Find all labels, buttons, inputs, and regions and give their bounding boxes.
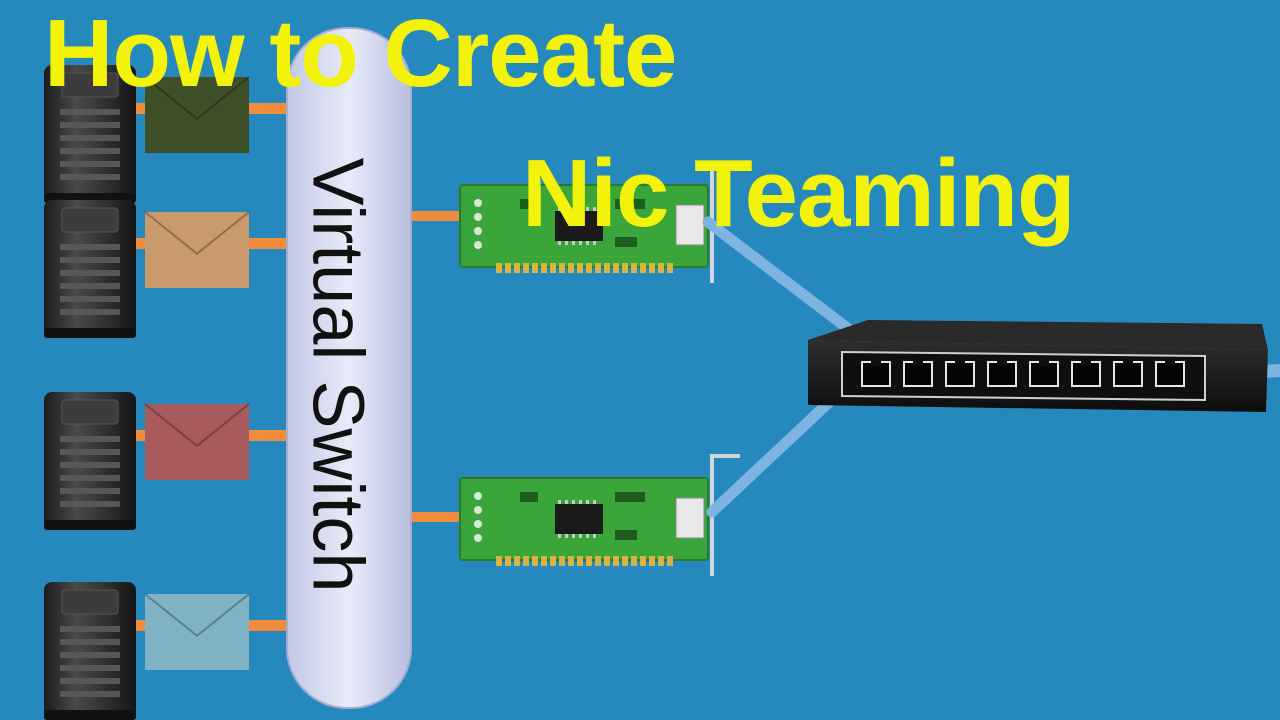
switch-port — [1113, 360, 1143, 387]
server-4-icon — [44, 582, 136, 720]
nic-1-card — [459, 161, 740, 283]
server-2-envelope-icon — [144, 211, 250, 288]
switch-port — [903, 360, 933, 387]
switch-port — [945, 360, 975, 387]
switch-port — [861, 360, 891, 387]
switch-ports — [861, 360, 1185, 387]
switch-port — [1071, 360, 1101, 387]
switch-port — [1029, 360, 1059, 387]
server-3-envelope-icon — [144, 403, 250, 480]
link-vswitch-nic-1 — [405, 211, 463, 221]
servers — [44, 65, 136, 720]
server-1-envelope-icon — [144, 76, 250, 153]
title-line-2: Nic Teaming — [522, 140, 1076, 247]
server-1-icon — [44, 65, 136, 203]
virtual-switch — [286, 27, 412, 709]
server-4-envelope-icon — [144, 593, 250, 670]
server-links — [130, 103, 290, 631]
switch-front-panel — [841, 350, 1206, 402]
switch-port — [1155, 360, 1185, 387]
switch-port — [987, 360, 1017, 387]
physical-switch — [808, 320, 1268, 412]
server-3-icon — [44, 392, 136, 530]
title-line-1: How to Create — [44, 0, 677, 107]
link-vswitch-nic-2 — [405, 512, 463, 522]
server-2-icon — [44, 200, 136, 338]
nic-cards — [459, 161, 740, 576]
vm-envelopes — [144, 76, 250, 670]
nic-2-card — [459, 454, 740, 576]
